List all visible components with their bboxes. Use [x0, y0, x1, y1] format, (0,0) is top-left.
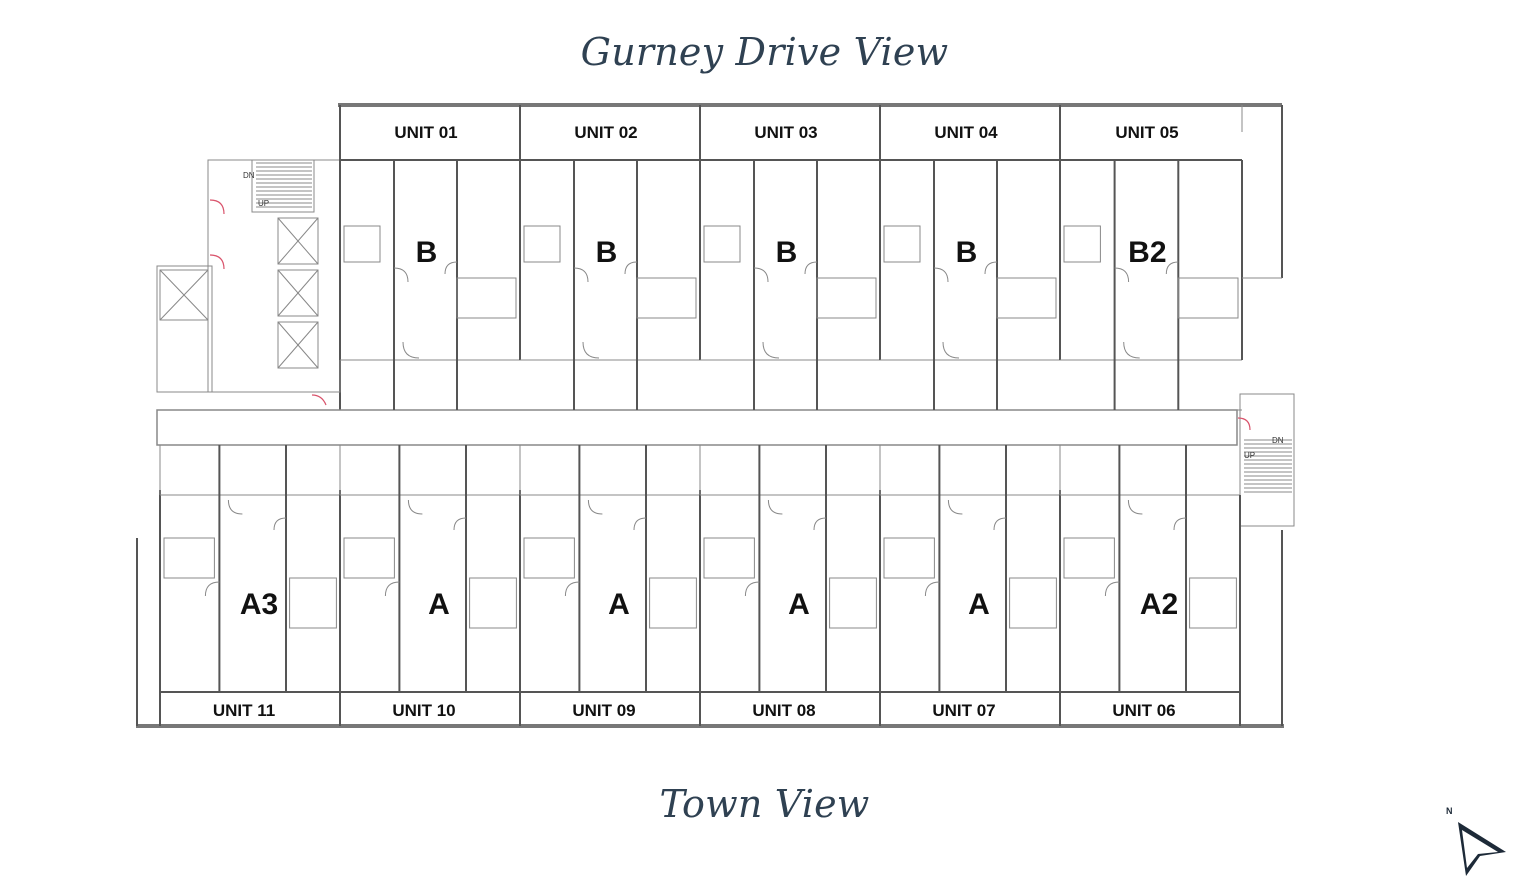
unit-bottom: UNIT 11 A3	[159, 445, 340, 726]
unit-label: UNIT 02	[574, 123, 637, 142]
unit-type-label: A	[608, 588, 630, 621]
stair-label-up: UP	[258, 199, 269, 208]
unit-top: UNIT 04 B	[879, 105, 1060, 411]
unit-bottom: UNIT 10 A	[339, 445, 520, 726]
unit-bottom: UNIT 09 A	[519, 445, 700, 726]
unit-label: UNIT 05	[1115, 123, 1178, 142]
core-right: DN UP	[1237, 393, 1295, 527]
view-title-bottom: Town View	[659, 782, 870, 826]
unit-bottom: UNIT 08 A	[699, 445, 880, 726]
unit-top: UNIT 01 B	[339, 105, 520, 411]
unit-type-label: B2	[1128, 236, 1166, 269]
unit-type-label: B	[956, 236, 978, 269]
unit-type-label: A	[788, 588, 810, 621]
unit-type-label: A	[428, 588, 450, 621]
stair-label-dn-right: DN	[1272, 436, 1284, 445]
core-left: DN UP	[156, 159, 341, 406]
unit-label: UNIT 04	[934, 123, 998, 142]
north-arrow-icon: N	[1446, 806, 1506, 876]
unit-label: UNIT 03	[754, 123, 817, 142]
unit-label: UNIT 10	[392, 701, 455, 720]
unit-label: UNIT 08	[752, 701, 815, 720]
unit-type-label: A3	[240, 588, 278, 621]
unit-type-label: B	[596, 236, 618, 269]
unit-bottom: UNIT 07 A	[879, 445, 1060, 726]
unit-label: UNIT 06	[1112, 701, 1175, 720]
building-outline	[136, 103, 1284, 728]
unit-label: UNIT 01	[394, 123, 457, 142]
unit-type-label: A2	[1140, 588, 1178, 621]
unit-type-label: B	[776, 236, 798, 269]
unit-top: UNIT 02 B	[519, 105, 700, 411]
unit-top: UNIT 05 B2	[1059, 105, 1242, 411]
unit-label: UNIT 07	[932, 701, 995, 720]
view-title-top: Gurney Drive View	[580, 30, 949, 74]
compass-label: N	[1446, 806, 1453, 816]
unit-bottom: UNIT 06 A2	[1059, 445, 1240, 726]
unit-top: UNIT 03 B	[699, 105, 880, 411]
stair-label-dn: DN	[243, 171, 255, 180]
unit-label: UNIT 09	[572, 701, 635, 720]
unit-type-label: A	[968, 588, 990, 621]
top-units: UNIT 01 B UNIT 02 B UNIT 03 B UNIT 04 B UNIT 05 B…	[339, 105, 1282, 411]
stair-label-up-right: UP	[1244, 451, 1255, 460]
unit-type-label: B	[416, 236, 438, 269]
unit-label: UNIT 11	[213, 701, 275, 720]
